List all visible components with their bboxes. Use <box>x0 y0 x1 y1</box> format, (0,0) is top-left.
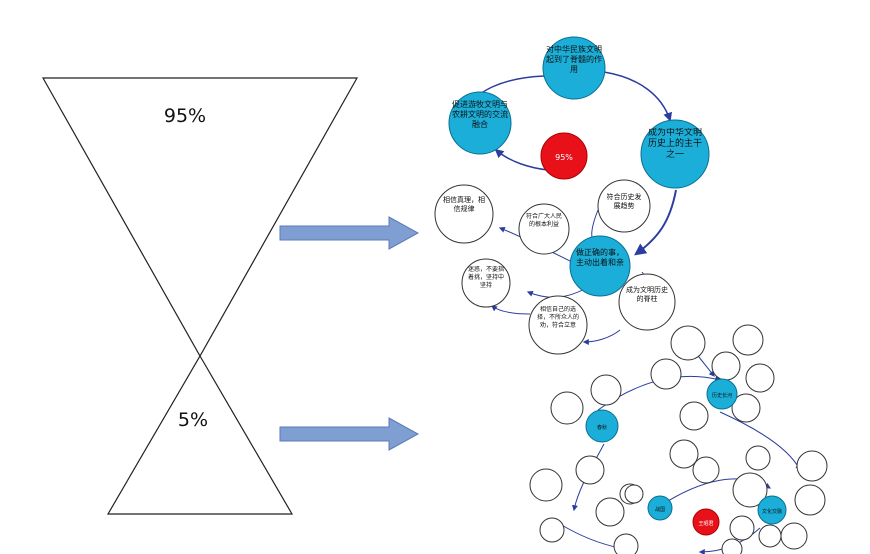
network-diagram: 历史长河 春秋 战国 文化交融 王昭君 <box>529 324 828 554</box>
relation-node-choice <box>528 295 588 355</box>
network-sat-24 <box>758 524 782 548</box>
relation-node-confused-label: 迷惑，不要指着挑，坚持中坚持 <box>468 266 504 289</box>
network-sat-20 <box>794 484 826 516</box>
network-sat-7 <box>679 401 709 431</box>
network-sat-2 <box>732 324 764 356</box>
cycle-node-left-label: 促进游牧文明与农耕文明的交流融合 <box>452 100 508 129</box>
relation-node-spine <box>618 273 676 331</box>
cycle-node-right <box>640 119 710 189</box>
network-sat-17 <box>745 445 771 471</box>
cycle-center-red <box>540 132 588 180</box>
relation-node-people-label: 符合广大人民的根本利益 <box>525 213 562 228</box>
network-hub-4 <box>757 495 787 525</box>
block-arrow-top <box>279 216 420 250</box>
network-hub-1 <box>706 378 738 410</box>
hourglass: 95% 5% <box>41 77 359 515</box>
network-hub-2 <box>585 409 619 443</box>
network-sat-10 <box>575 455 605 485</box>
hourglass-bottom-triangle <box>106 354 294 515</box>
network-sat-19 <box>732 472 768 508</box>
network-hub-3-label: 战国 <box>655 506 665 513</box>
network-sat-13 <box>539 517 565 543</box>
relation-node-trend <box>597 179 651 233</box>
relation-node-confused <box>461 258 511 308</box>
network-sat-16 <box>692 456 720 484</box>
network-center-label: 王昭君 <box>698 521 713 527</box>
network-sat-22 <box>729 515 755 541</box>
network-hub-3 <box>647 495 673 521</box>
network-hub-1-label: 历史长河 <box>712 392 732 399</box>
network-sat-15 <box>669 439 699 469</box>
network-hub-4-label: 文化交融 <box>762 508 782 515</box>
cycle-node-left <box>448 91 512 155</box>
network-sat-11 <box>529 468 563 502</box>
hourglass-bottom-label: 5% <box>178 409 208 431</box>
network-sat-8 <box>590 374 622 406</box>
cycle-node-top <box>542 36 606 100</box>
relation-node-belief <box>434 184 494 244</box>
network-sat-6 <box>731 393 761 423</box>
relation-node-choice-label: 相信自己的选择，不所众人的劝，符合立意 <box>536 306 579 329</box>
network-sat-9 <box>550 391 584 425</box>
relation-node-spine-label: 成为文明历史的脊柱 <box>626 286 668 303</box>
network-sat-18 <box>796 450 828 482</box>
network-center-red <box>692 508 720 536</box>
network-sat-23 <box>721 538 743 554</box>
relation-diagram: 相信真理，相信规律 符合历史发展趋势 符合广大人民的根本利益 迷惑，不要指着挑，… <box>434 179 676 355</box>
relation-hub <box>569 235 631 297</box>
hourglass-top-label: 95% <box>164 105 206 127</box>
relation-node-trend-label: 符合历史发展趋势 <box>606 193 642 210</box>
cycle-diagram: 对中华民族文明起到了脊髓的作用 成为中华文明历史上的主干之一 促进游牧文明与农耕… <box>448 36 710 256</box>
network-sat-12 <box>595 497 625 527</box>
network-sat-3 <box>650 358 682 390</box>
block-arrow-bottom <box>279 417 420 451</box>
cycle-node-top-label: 对中华民族文明起到了脊髓的作用 <box>546 45 602 74</box>
network-sat-26 <box>624 484 644 504</box>
network-sat-25 <box>613 533 639 554</box>
network-sat-5 <box>745 363 775 393</box>
network-sat-1 <box>670 325 706 361</box>
hourglass-top-triangle <box>41 77 359 358</box>
relation-node-belief-label: 相信真理，相信规律 <box>443 196 485 213</box>
network-sat-21 <box>780 522 808 550</box>
cycle-center-label: 95% <box>555 153 573 162</box>
relation-hub-label: 做正确的事，主动出着和亲 <box>576 248 624 267</box>
network-hub-2-label: 春秋 <box>597 424 607 431</box>
cycle-node-right-label: 成为中华文明历史上的主干之一 <box>647 128 702 160</box>
relation-node-people <box>518 203 570 255</box>
network-sat-4 <box>711 351 741 381</box>
